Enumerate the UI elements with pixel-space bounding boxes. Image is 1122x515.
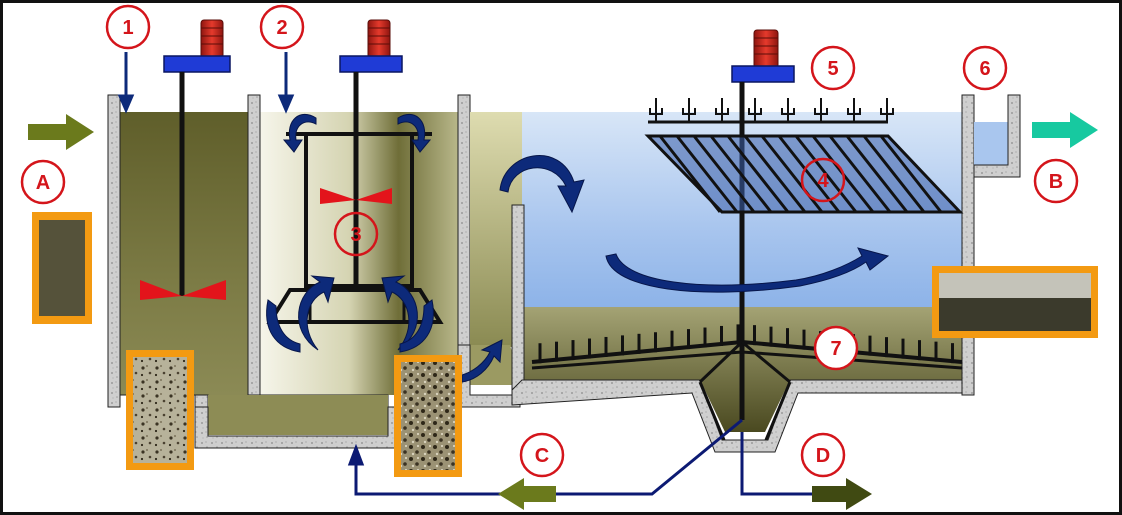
svg-text:A: A (36, 172, 50, 194)
stage-label-3: 3 (333, 211, 379, 257)
plate-line (675, 135, 739, 213)
plate-line (743, 135, 807, 213)
stage-label-7: 7 (813, 325, 859, 371)
plate-line (828, 135, 892, 213)
impeller-icon (140, 280, 182, 300)
plate-line (879, 135, 943, 213)
svg-text:1: 1 (122, 17, 133, 39)
svg-text:2: 2 (276, 17, 287, 39)
stream-label-D: D (800, 432, 846, 478)
plate-line (794, 135, 858, 213)
plate-line (692, 135, 756, 213)
outflow-arrow-icon (1032, 112, 1098, 148)
svg-text:C: C (535, 445, 549, 467)
stream-label-B: B (1033, 158, 1079, 204)
hanger (748, 98, 762, 122)
sample-jar-mixed-liquor (126, 350, 194, 470)
plate-line (726, 135, 790, 213)
sample-jar-flocs (394, 355, 462, 477)
motor-icon (731, 29, 795, 83)
plate-line (862, 135, 926, 213)
stage-label-1: 1 (105, 4, 151, 50)
motor-icon (163, 19, 231, 73)
dosing-arrow-icon (117, 52, 295, 114)
svg-text:3: 3 (350, 224, 361, 246)
stream-label-A: A (20, 159, 66, 205)
stream-label-C: C (519, 432, 565, 478)
hanger (880, 98, 894, 122)
motor-icon (339, 19, 403, 73)
hanger (781, 98, 795, 122)
stage-label-4: 4 (800, 157, 846, 203)
hanger (682, 98, 696, 122)
markers: 1 2 3 4 5 6 7 A B C D (20, 4, 1079, 478)
plate-line (709, 135, 773, 213)
svg-text:D: D (816, 445, 830, 467)
svg-text:7: 7 (830, 338, 841, 360)
plate-line (658, 135, 722, 213)
plate-line (845, 135, 909, 213)
sample-jar-influent (32, 212, 92, 324)
bottom-connecting-channel (194, 395, 401, 449)
stage-label-5: 5 (810, 45, 856, 91)
svg-text:4: 4 (817, 170, 829, 192)
impeller-icon (320, 188, 356, 204)
svg-text:B: B (1049, 171, 1063, 193)
hanger (649, 98, 663, 122)
effluent-weir (973, 94, 1021, 178)
flow-arrow-icon (266, 113, 890, 383)
hanger (814, 98, 828, 122)
stage-label-2: 2 (259, 4, 305, 50)
hanger (847, 98, 861, 122)
inflow-arrow-icon (28, 114, 94, 150)
sample-jar-settled-sludge (932, 266, 1098, 338)
mixer-shaft (140, 72, 226, 300)
recycle-arrow-icon (498, 478, 556, 510)
waste-sludge-arrow-icon (812, 478, 872, 510)
hanger (715, 98, 729, 122)
stage-label-6: 6 (962, 45, 1008, 91)
svg-text:6: 6 (979, 58, 990, 80)
svg-text:5: 5 (827, 58, 838, 80)
